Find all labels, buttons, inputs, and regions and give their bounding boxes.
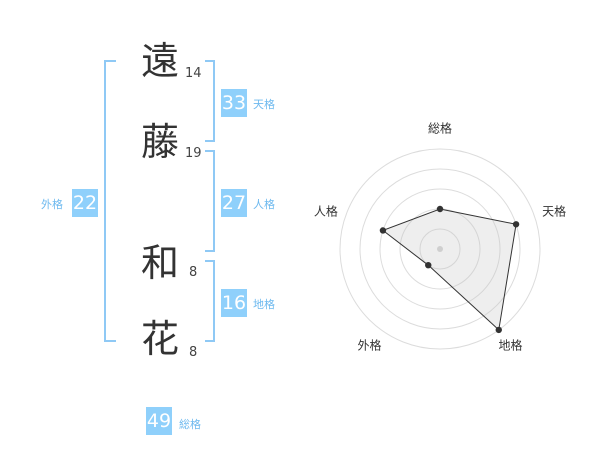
radar-axis-label-1: 総格	[428, 121, 452, 136]
radar-ring-3	[379, 188, 501, 310]
radar-point-4	[425, 261, 432, 269]
chikaku-bracket	[205, 260, 215, 342]
chikaku-badge: 16	[221, 289, 247, 317]
stroke-count-1: 14	[185, 66, 202, 81]
jinkaku-badge: 27	[221, 189, 247, 217]
name-char-3: 和	[141, 241, 180, 285]
radar-axis-label-2: 天格	[542, 203, 566, 218]
radar-ring-4	[359, 168, 521, 330]
radar-axis-label-4: 外格	[357, 338, 381, 353]
radar-ring-1	[419, 228, 461, 270]
gaikaku-label: 外格	[41, 198, 63, 211]
stroke-count-2: 19	[185, 146, 202, 161]
chikaku-label: 地格	[253, 298, 275, 311]
radar-ring-5	[339, 148, 541, 350]
stroke-count-3: 8	[189, 265, 198, 280]
radar-center-dot	[437, 246, 443, 252]
gaikaku-bracket	[104, 60, 116, 342]
stroke-count-4: 8	[189, 345, 198, 360]
jinkaku-bracket	[205, 150, 215, 252]
name-char-1: 遠	[141, 39, 180, 83]
gaikaku-badge: 22	[72, 189, 98, 217]
soukaku-label: 総格	[179, 418, 201, 431]
radar-polygon	[381, 208, 517, 331]
tenkaku-badge: 33	[221, 89, 247, 117]
jinkaku-label: 人格	[253, 198, 275, 211]
name-char-2: 藤	[141, 120, 180, 164]
radar-point-1	[436, 205, 444, 213]
radar-axis-label-5: 人格	[314, 203, 338, 218]
name-char-4: 花	[141, 317, 180, 361]
radar-point-3	[495, 326, 502, 334]
radar-point-5	[379, 227, 387, 234]
radar-point-2	[512, 221, 520, 228]
radar-axis-label-3: 地格	[499, 338, 523, 353]
tenkaku-bracket	[205, 60, 215, 142]
tenkaku-label: 天格	[253, 98, 275, 111]
soukaku-badge: 49	[146, 407, 172, 435]
